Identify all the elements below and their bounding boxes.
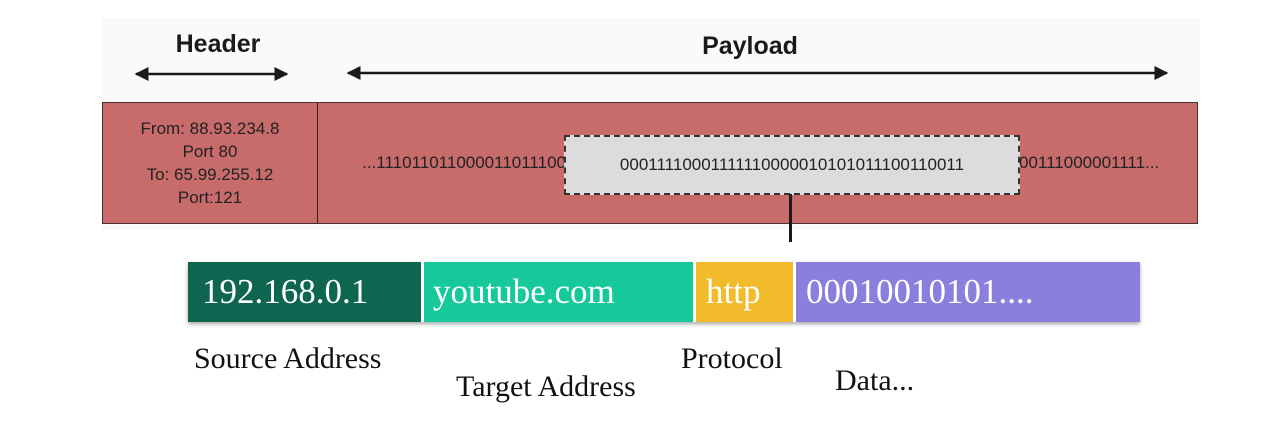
payload-bits-left: ...111011011000011011100 [362, 153, 566, 172]
data-label: Data... [835, 364, 915, 397]
payload-bits-right: 00111000001111... [1019, 153, 1160, 172]
decoded-segments: 192.168.0.1 youtube.com http 00010010101… [188, 262, 1140, 322]
payload-span-label: Payload [702, 32, 798, 60]
connector-line [789, 194, 792, 242]
protocol-label: Protocol [681, 342, 783, 375]
data-segment: 00010010101.... [796, 262, 1140, 322]
highlighted-bits-text: 00011110001111110000010101011100110011 [619, 155, 965, 174]
packet-header-cell: From: 88.93.234.8 Port 80 To: 65.99.255.… [103, 103, 318, 223]
source-address-segment: 192.168.0.1 [188, 262, 424, 322]
target-address-segment: youtube.com [424, 262, 696, 322]
protocol-segment: http [696, 262, 796, 322]
target-address-label: Target Address [456, 370, 636, 403]
packet-bar: From: 88.93.234.8 Port 80 To: 65.99.255.… [102, 102, 1198, 224]
header-port2-line: Port:121 [177, 188, 243, 207]
source-address-label: Source Address [194, 342, 382, 375]
header-span-label: Header [175, 30, 261, 58]
header-from-line: From: 88.93.234.8 [140, 119, 280, 138]
header-port-line: Port 80 [182, 142, 238, 161]
highlighted-bits-box: 00011110001111110000010101011100110011 [564, 135, 1020, 195]
header-to-line: To: 65.99.255.12 [146, 165, 274, 184]
